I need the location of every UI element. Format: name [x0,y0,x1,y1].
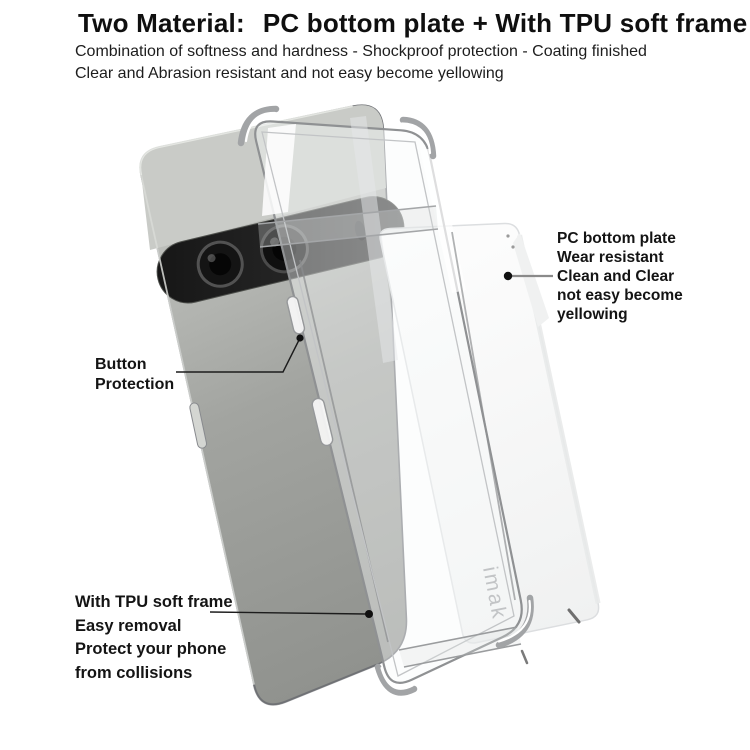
case-corner-bumper-bl [374,663,418,696]
callout-tpu-line-2: Easy removal [75,616,182,635]
phone-top-band [140,105,386,250]
callout-tpu-line-1: With TPU soft frame [75,593,233,611]
case-reflection-1 [262,124,296,216]
camera-lens-left-core [209,253,232,276]
subtitle-line-1: Combination of softness and hardness - S… [75,43,647,60]
tpu-case-outer [254,120,523,684]
pc-plate-speaker-cutout [520,649,529,665]
callout-dot-pc-plate [503,271,513,281]
case-power-button [286,295,306,335]
callout-tpu-frame: With TPU soft frame Easy removal Protect… [75,591,233,685]
subtitle-line-2: Clear and Abrasion resistant and not eas… [75,65,504,82]
pc-plate-hole-1 [506,234,510,238]
callout-button-line-2: Protection [95,376,175,393]
case-bottom-crossbar-fill [399,627,521,667]
case-corner-bumper-tr [399,116,437,160]
callout-tpu-line-4: from collisions [75,663,193,682]
subtitle: Combination of softness and hardness - S… [75,41,647,85]
phone-top-rim-highlight [139,105,353,176]
case-camera-crossbar-fill [258,206,438,247]
callout-leaders [176,271,553,618]
pc-plate-side-face [513,233,549,327]
title-main: PC bottom plate + With TPU soft frame [262,8,748,38]
case-bottom-crossbar-bottom [403,643,522,668]
case-bottom-crossbar-top [398,626,518,651]
callout-pc-line-5: yellowing [557,306,628,323]
callout-pc-line-2: Wear resistant [557,249,664,266]
phone-bottom-shade [252,663,377,706]
case-reflection-3 [350,116,398,363]
callout-pc-line-3: Clean and Clear [557,268,675,285]
leader-line-tpu [209,611,367,615]
callout-dot-tpu [365,610,373,618]
phone-side-button [189,402,208,449]
callout-pc-line-4: not easy become [557,287,683,304]
lens-right-glint [270,237,280,247]
callout-button-protection: Button Protection [95,355,174,395]
case-volume-button [311,397,334,447]
camera-flash [354,220,366,241]
case-corner-bumper-br [495,594,534,649]
camera-lens-right-core [272,236,297,261]
camera-visor [156,196,405,304]
page-title: Two Material: PC bottom plate + With TPU … [78,8,747,39]
case-camera-crossbar-top [257,205,437,225]
pc-plate-hole-2 [511,245,515,249]
lens-left-glint [207,254,216,263]
case-camera-crossbar-bottom [259,228,439,248]
tpu-case: imak [237,105,534,696]
case-inner-shadow-right [451,231,516,601]
callout-button-line-1: Button [95,356,147,373]
title-prefix: Two Material: [78,8,245,38]
case-reflection-2 [420,148,466,293]
callout-pc-plate: PC bottom plate Wear resistant Clean and… [557,229,683,324]
pc-plate-port-cutout [567,608,581,624]
tpu-case-inner-wall [261,131,515,677]
callout-dot-button [296,334,304,342]
leader-line-button [176,339,300,373]
callout-pc-line-1: PC bottom plate [557,230,676,247]
callout-tpu-line-3: Protect your phone [75,640,227,658]
case-corner-bumper-tl [237,105,280,147]
